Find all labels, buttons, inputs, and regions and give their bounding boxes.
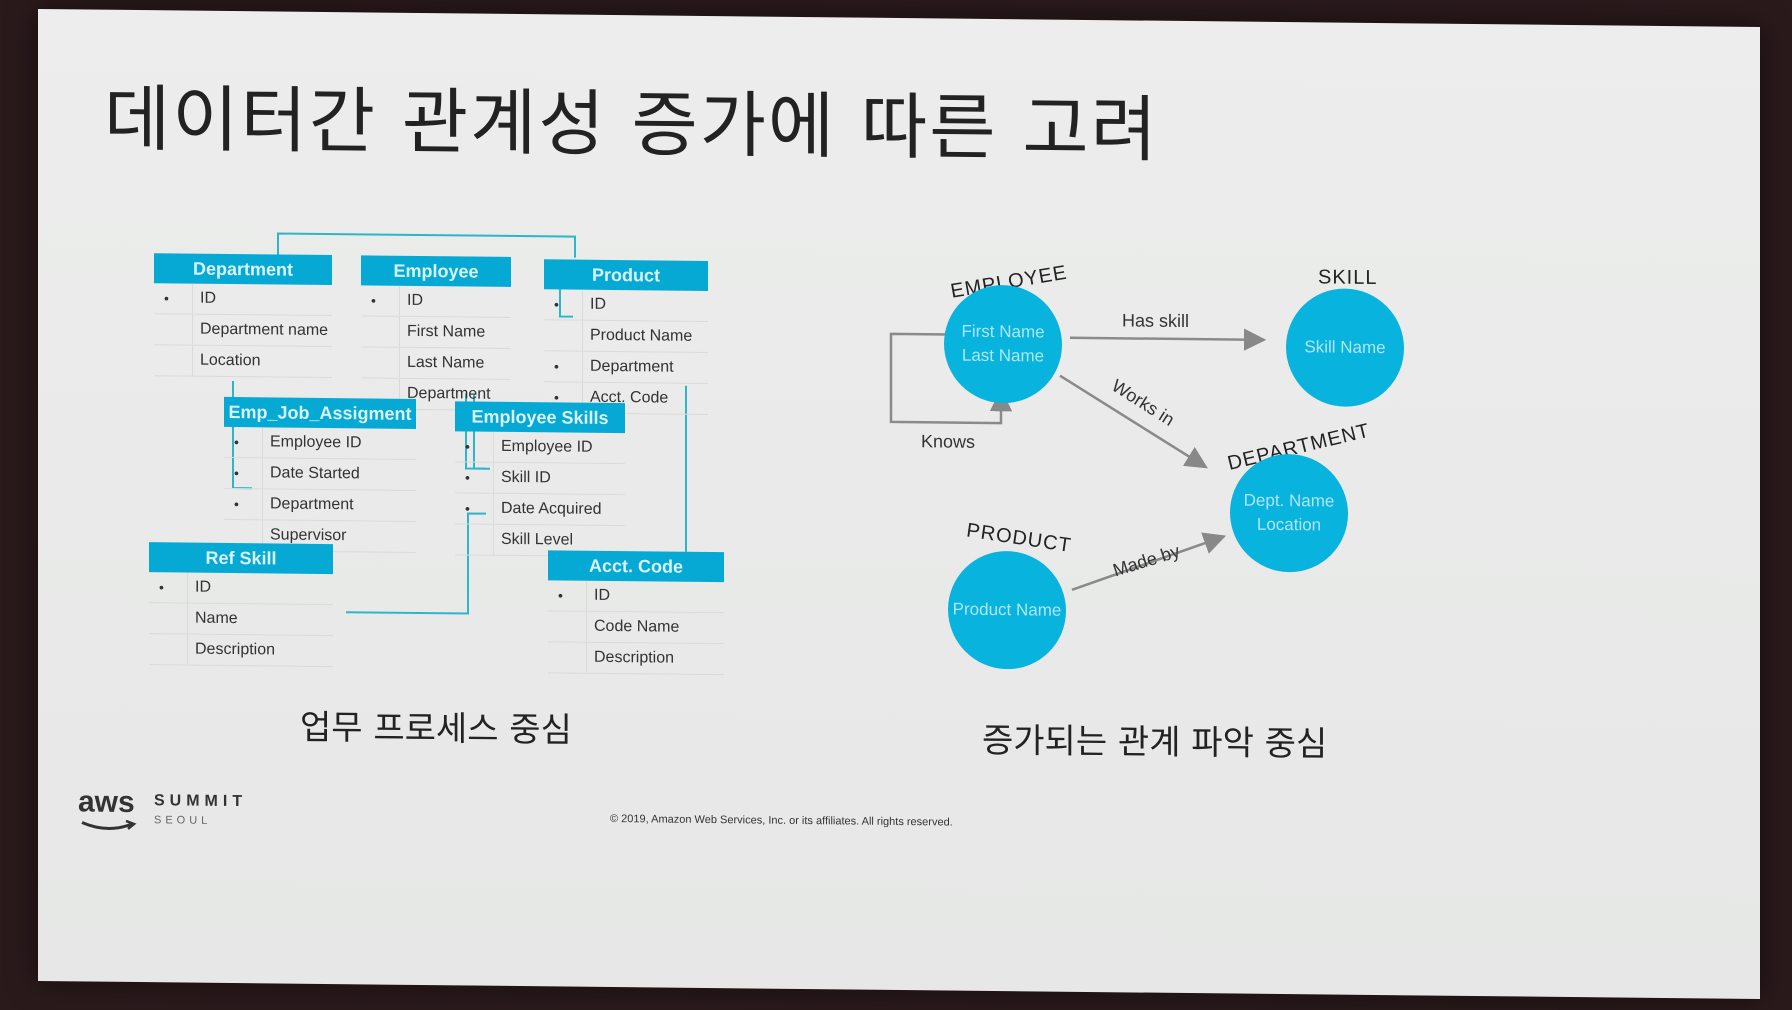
slide: 데이터간 관계성 증가에 따른 고려 Department •ID Depart… — [38, 8, 1760, 1000]
node-skill: Skill Name — [1286, 288, 1404, 408]
aws-smile-icon — [81, 819, 137, 830]
edge-works-in — [1059, 374, 1208, 469]
node-property: First Name — [961, 321, 1045, 342]
node-property: Location — [1256, 514, 1322, 535]
left-caption: 업무 프로세스 중심 — [300, 707, 572, 751]
node-property: Skill Name — [1304, 337, 1386, 358]
node-property: Last Name — [961, 345, 1045, 366]
edge-has-skill — [1070, 328, 1267, 351]
graph-edges — [889, 328, 1267, 591]
aws-wordmark: aws — [78, 785, 135, 819]
node-product: Product Name — [948, 550, 1066, 670]
connector-refskill-skills — [346, 512, 486, 615]
edge-knows — [889, 332, 1013, 425]
edge-label-has-skill: Has skill — [1122, 310, 1190, 332]
node-label-skill: SKILL — [1318, 266, 1378, 290]
city-text: SEOUL — [154, 814, 212, 827]
node-employee: First Name Last Name — [944, 284, 1062, 404]
node-property: Dept. Name — [1243, 490, 1335, 511]
edge-label-knows: Knows — [921, 431, 976, 452]
connector-employee-product — [559, 276, 573, 318]
node-department: Dept. Name Location — [1230, 453, 1348, 573]
summit-text: SUMMIT — [154, 792, 248, 811]
right-caption: 증가되는 관계 파악 중심 — [982, 720, 1328, 765]
node-property: Product Name — [952, 599, 1062, 620]
connector-department-product — [277, 232, 576, 260]
edge-made-by — [1071, 532, 1227, 591]
